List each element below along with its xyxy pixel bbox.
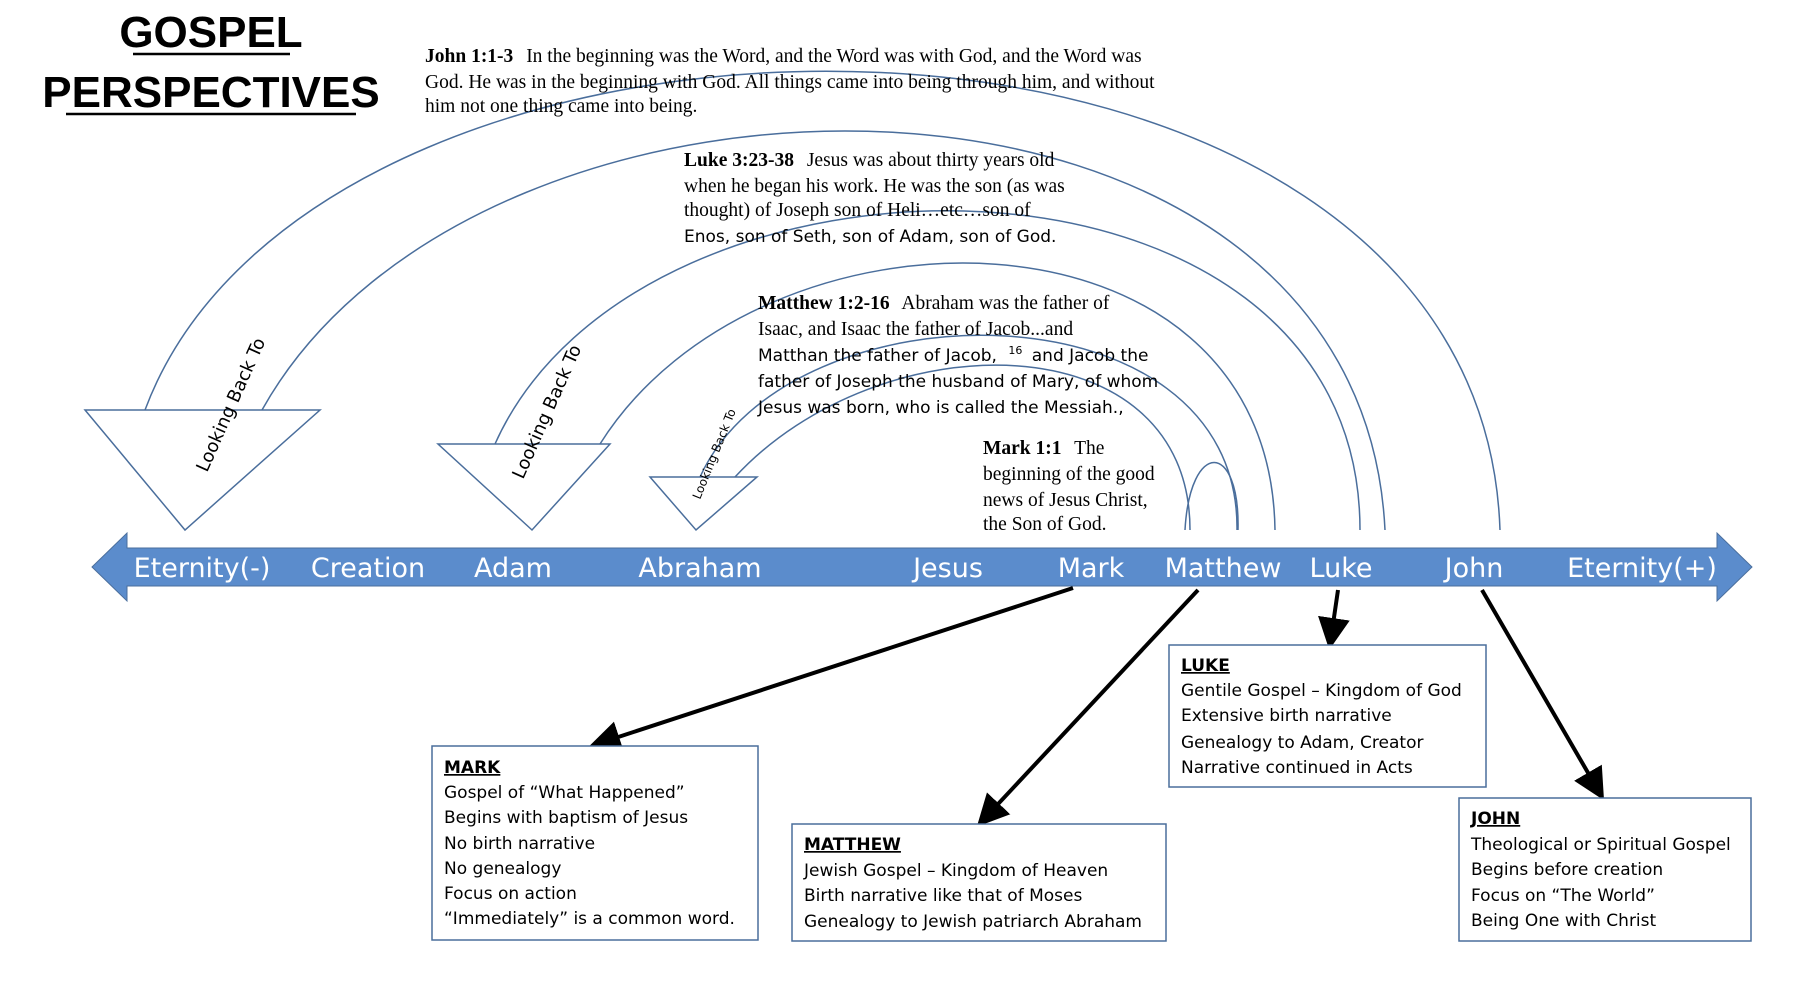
quote-mark-text-1: The <box>1074 438 1104 459</box>
box-matthew-heading: MATTHEW <box>804 835 901 855</box>
quote-john-text-1: In the beginning was the Word, and the W… <box>526 46 1141 67</box>
box-mark-line-2: Begins with baptism of Jesus <box>444 808 688 828</box>
quote-john-line-1: John 1:1-3 In the beginning was the Word… <box>425 46 1142 67</box>
quote-matthew-text-1: Abraham was the father of <box>901 293 1109 314</box>
timeline-label-creation: Creation <box>311 553 425 584</box>
quote-matthew: Matthew 1:2-16 Abraham was the father of… <box>757 293 1158 418</box>
box-mark-border <box>431 745 759 941</box>
mark-arc <box>1184 461 1239 531</box>
pointer-luke <box>1318 589 1350 650</box>
quote-john: John 1:1-3 In the beginning was the Word… <box>425 46 1155 117</box>
luke-arc-outer <box>494 210 1361 531</box>
timeline-arrow <box>91 531 1753 603</box>
pointer-matthew <box>976 588 1200 827</box>
timeline-label-matthew: Matthew <box>1165 553 1282 584</box>
box-matthew-border <box>791 823 1167 942</box>
quote-luke-line-3: thought) of Joseph son of Heli…etc…son o… <box>684 200 1031 221</box>
matthew-arc-inner <box>734 364 1191 531</box>
quote-mark-line-1: Mark 1:1 The <box>983 438 1104 459</box>
diagram-title: GOSPEL PERSPECTIVES <box>42 8 379 117</box>
john-arc-outer <box>144 70 1501 531</box>
luke-arc-inner <box>599 262 1276 531</box>
quote-mark-line-3: news of Jesus Christ, <box>983 490 1148 511</box>
box-john-line-3: Focus on “The World” <box>1471 886 1655 906</box>
quote-john-line-2: God. He was in the beginning with God. A… <box>425 72 1155 93</box>
box-john-line-2: Begins before creation <box>1471 860 1663 880</box>
john-looking-back-arrowhead <box>83 409 322 532</box>
box-john-border <box>1458 797 1752 942</box>
quote-matthew-text-3: Matthan the father of Jacob, <box>758 346 997 366</box>
timeline-label-mark: Mark <box>1058 553 1125 584</box>
quote-matthew-line-2: Isaac, and Isaac the father of Jacob...a… <box>758 319 1073 340</box>
box-john-heading: JOHN <box>1470 809 1520 829</box>
quote-luke-line-4: Enos, son of Seth, son of Adam, son of G… <box>684 227 1056 247</box>
box-mark-heading: MARK <box>444 758 501 778</box>
box-mark-line-3: No birth narrative <box>444 834 595 854</box>
quote-matthew-ref: Matthew 1:2-16 <box>758 293 890 314</box>
box-mark-line-1: Gospel of “What Happened” <box>444 783 685 803</box>
timeline-label-abraham: Abraham <box>638 553 761 584</box>
quote-luke-text-1: Jesus was about thirty years old <box>807 150 1055 171</box>
quote-luke-line-1: Luke 3:23-38 Jesus was about thirty year… <box>684 150 1055 171</box>
box-luke-border <box>1168 644 1487 788</box>
timeline-label-eternity-past: Eternity(-) <box>134 553 271 584</box>
box-matthew-line-2: Birth narrative like that of Moses <box>804 886 1082 906</box>
title-line-1: GOSPEL <box>119 8 302 57</box>
box-john-line-1: Theological or Spiritual Gospel <box>1470 835 1731 855</box>
pointer-mark <box>588 586 1074 752</box>
timeline-label-john: John <box>1443 553 1504 584</box>
box-luke-heading: LUKE <box>1181 656 1230 676</box>
box-mark-line-5: Focus on action <box>444 884 577 904</box>
box-matthew-line-3: Genealogy to Jewish patriarch Abraham <box>804 912 1142 932</box>
luke-looking-back-arrowhead <box>436 443 612 532</box>
quote-mark-ref: Mark 1:1 <box>983 438 1062 459</box>
quote-matthew-verse-number: 16 <box>1008 344 1022 357</box>
quote-matthew-text-4: and Jacob the <box>1032 346 1149 366</box>
box-luke-line-1: Gentile Gospel – Kingdom of God <box>1181 681 1462 701</box>
timeline-label-luke: Luke <box>1310 553 1373 584</box>
timeline-label-adam: Adam <box>474 553 552 584</box>
john-arc-inner <box>261 130 1386 531</box>
quote-mark-line-2: beginning of the good <box>983 464 1155 485</box>
box-john: JOHN Theological or Spiritual Gospel Beg… <box>1458 797 1752 942</box>
pointer-john <box>1480 588 1605 801</box>
matthew-arc-outer <box>699 334 1238 531</box>
timeline-label-jesus: Jesus <box>911 553 983 584</box>
box-matthew-line-1: Jewish Gospel – Kingdom of Heaven <box>803 861 1108 881</box>
quote-john-line-3: him not one thing came into being. <box>425 96 697 117</box>
quote-luke-line-2: when he began his work. He was the son (… <box>684 176 1065 197</box>
quote-john-ref: John 1:1-3 <box>425 46 514 67</box>
box-john-line-4: Being One with Christ <box>1471 911 1657 931</box>
timeline-labels: Eternity(-) Creation Adam Abraham Jesus … <box>134 553 1717 584</box>
quote-mark-line-4: the Son of God. <box>983 514 1107 535</box>
box-matthew: MATTHEW Jewish Gospel – Kingdom of Heave… <box>791 823 1167 942</box>
title-line-2: PERSPECTIVES <box>42 68 379 117</box>
quote-mark: Mark 1:1 The beginning of the good news … <box>983 438 1155 535</box>
box-mark-line-4: No genealogy <box>444 859 561 879</box>
quote-matthew-line-1: Matthew 1:2-16 Abraham was the father of <box>758 293 1110 314</box>
matthew-looking-back-arrowhead <box>648 476 760 532</box>
box-luke-line-4: Narrative continued in Acts <box>1181 758 1413 778</box>
quote-matthew-line-5: Jesus was born, who is called the Messia… <box>757 398 1124 418</box>
box-luke-line-2: Extensive birth narrative <box>1181 706 1392 726</box>
box-mark-line-6: “Immediately” is a common word. <box>444 909 735 929</box>
quote-matthew-line-3: Matthan the father of Jacob, 16 and Jaco… <box>758 339 1148 366</box>
quote-matthew-line-4: father of Joseph the husband of Mary, of… <box>758 372 1158 392</box>
quote-luke-ref: Luke 3:23-38 <box>684 150 794 171</box>
box-luke-line-3: Genealogy to Adam, Creator <box>1181 733 1423 753</box>
box-luke: LUKE Gentile Gospel – Kingdom of God Ext… <box>1168 644 1487 788</box>
box-mark: MARK Gospel of “What Happened” Begins wi… <box>431 745 759 941</box>
timeline-label-eternity-future: Eternity(+) <box>1567 553 1717 584</box>
quote-luke: Luke 3:23-38 Jesus was about thirty year… <box>684 150 1065 247</box>
